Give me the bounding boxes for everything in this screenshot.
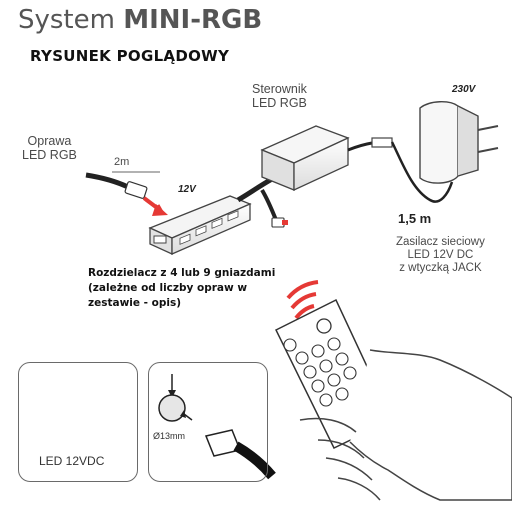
splitter-box-icon	[148, 195, 252, 256]
jack-plug-icon	[371, 137, 393, 148]
fixture-cable	[85, 171, 160, 199]
hole-diameter-label: Ø13mm	[153, 431, 186, 441]
voltage-230v-label: 230V	[452, 84, 476, 95]
drill-hole-panel: Ø13mm	[148, 362, 268, 482]
page-title: System MINI-RGB	[18, 5, 263, 35]
splitter-note: Rozdzielacz z 4 lub 9 gniazdami (zależne…	[88, 267, 276, 309]
cable-1-5m-label: 1,5 m	[398, 211, 432, 226]
fixture-label: Oprawa LED RGB	[22, 134, 77, 163]
led-connector-panel: LED 12VDC	[18, 362, 138, 482]
led-panel-label: LED 12VDC	[39, 454, 105, 468]
controller-box-icon	[260, 125, 350, 192]
ir-signal-icon	[286, 280, 319, 320]
page-subtitle: RYSUNEK POGLĄDOWY	[30, 47, 230, 65]
voltage-12v-label: 12V	[178, 184, 196, 195]
drill-hole-icon	[158, 374, 276, 480]
power-supply-label: Zasilacz sieciowy LED 12V DC z wtyczką J…	[396, 236, 485, 275]
controller-label: Sterownik LED RGB	[252, 82, 307, 111]
fixture-plug-icon	[124, 181, 148, 199]
cable-2m-label: 2m	[114, 156, 130, 168]
power-adapter-icon	[419, 101, 499, 184]
